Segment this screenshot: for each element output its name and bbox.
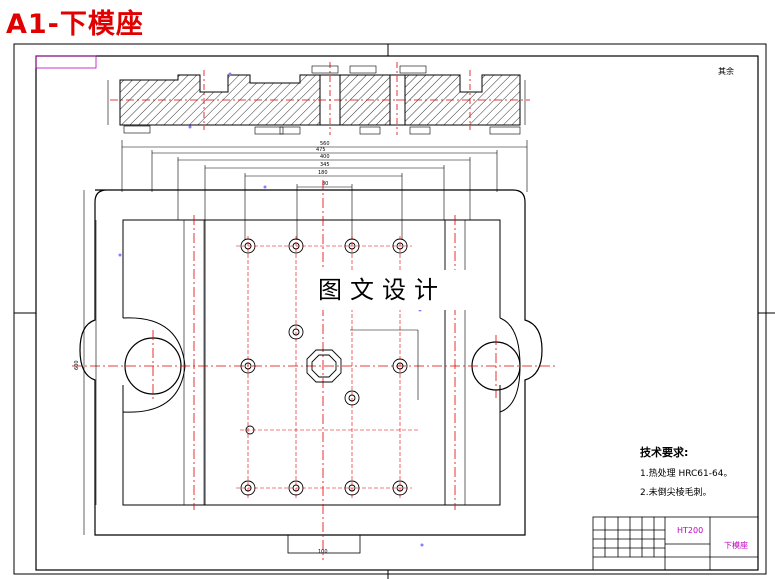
corner-box (35, 55, 97, 69)
dim-345: 345 (320, 162, 330, 168)
dim-600: 600 (74, 360, 80, 370)
tech-req-item-1: 1.热处理 HRC61-64。 (640, 469, 733, 479)
plan-centerlines (72, 180, 555, 560)
tech-req-heading: 技术要求: (640, 446, 689, 459)
dim-400: 400 (320, 154, 330, 160)
dim-475: 475 (316, 147, 326, 153)
outer-frame (13, 43, 767, 575)
part-name-label: 下模座 (724, 541, 748, 550)
tech-req-item-2: 2.未倒尖棱毛刺。 (640, 488, 712, 498)
dim-560: 560 (320, 141, 330, 147)
watermark: 图文设计 (308, 270, 468, 310)
tech-requirements: 技术要求: 1.热处理 HRC61-64。 2.未倒尖棱毛刺。 (640, 444, 732, 498)
plan-view (79, 189, 543, 554)
material-label: HT200 (677, 526, 704, 535)
watermark-text: 图文设计 (318, 276, 446, 304)
corner-note: 其余 (718, 67, 734, 76)
dimension-lines (121, 140, 528, 240)
title-block (592, 516, 759, 571)
dim-180: 180 (318, 170, 328, 176)
section-view (107, 62, 530, 135)
drawing-title: A1-下模座 (6, 9, 144, 40)
dim-100: 100 (318, 549, 328, 555)
dim-80: 80 (322, 181, 328, 187)
